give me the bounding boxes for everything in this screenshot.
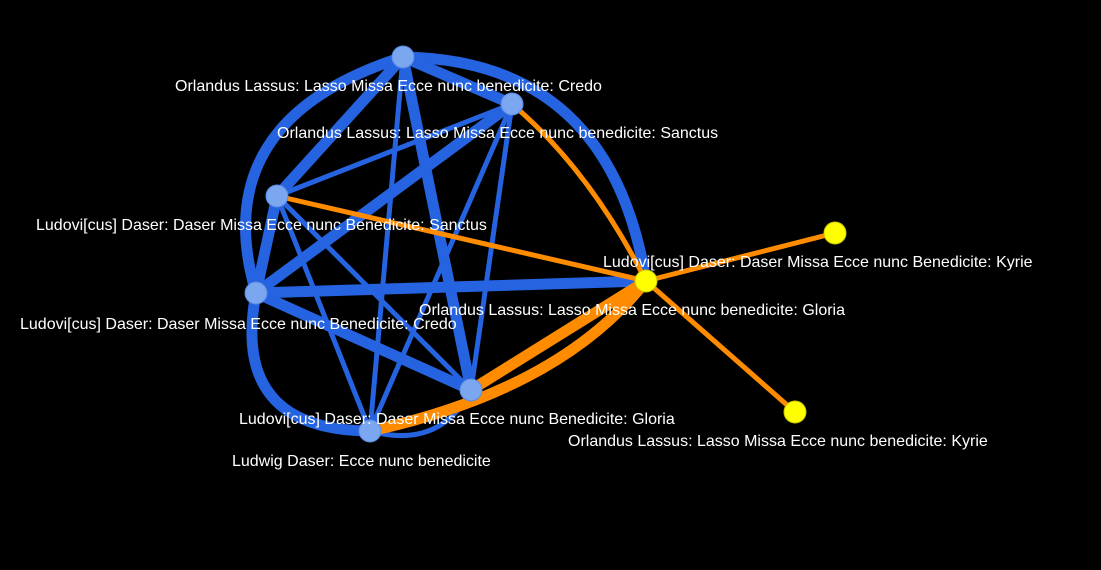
edge-daser-credo-to-ludwig-ecce: [246, 287, 376, 437]
node-ludwig-ecce[interactable]: [358, 419, 382, 443]
node-daser-credo[interactable]: [244, 281, 268, 305]
node-lassus-kyrie[interactable]: [783, 400, 807, 424]
node-label-ludwig-ecce: Ludwig Daser: Ecce nunc benedicite: [232, 453, 491, 470]
node-label-daser-sanctus: Ludovi[cus] Daser: Daser Missa Ecce nunc…: [36, 217, 487, 234]
edge-lassus-gloria-to-daser-kyrie: [643, 230, 838, 284]
node-label-daser-kyrie: Ludovi[cus] Daser: Daser Missa Ecce nunc…: [603, 254, 1033, 271]
node-daser-kyrie[interactable]: [823, 221, 847, 245]
node-label-lassus-gloria: Orlandus Lassus: Lasso Missa Ecce nunc b…: [419, 302, 845, 319]
node-layer: [244, 45, 847, 443]
node-label-lassus-sanctus: Orlandus Lassus: Lasso Missa Ecce nunc b…: [277, 125, 718, 142]
edge-lassus-gloria-to-lassus-kyrie: [643, 278, 798, 415]
node-label-lassus-kyrie: Orlandus Lassus: Lasso Missa Ecce nunc b…: [568, 433, 988, 450]
node-label-daser-gloria: Ludovi[cus] Daser: Daser Missa Ecce nunc…: [239, 411, 675, 428]
edge-lassus-credo-to-lassus-sanctus: [397, 51, 518, 110]
node-label-daser-credo: Ludovi[cus] Daser: Daser Missa Ecce nunc…: [20, 316, 457, 333]
node-lassus-credo[interactable]: [391, 45, 415, 69]
edge-lassus-credo-to-lassus-gloria: [397, 51, 652, 287]
edge-daser-credo-to-lassus-gloria: [250, 275, 652, 299]
edge-lassus-sanctus-to-daser-credo: [250, 98, 518, 299]
node-lassus-gloria[interactable]: [634, 269, 658, 293]
edge-lassus-sanctus-to-ludwig-ecce: [367, 101, 515, 434]
node-daser-gloria[interactable]: [459, 378, 483, 402]
edge-daser-sanctus-to-daser-credo: [250, 190, 283, 299]
edge-daser-sanctus-to-lassus-gloria: [274, 193, 649, 284]
node-label-lassus-credo: Orlandus Lassus: Lasso Missa Ecce nunc b…: [175, 78, 602, 95]
edge-layer: [240, 51, 838, 439]
edge-daser-sanctus-to-ludwig-ecce: [274, 193, 373, 434]
edge-lassus-credo-to-ludwig-ecce: [367, 54, 406, 434]
edge-lassus-credo-to-daser-gloria: [397, 51, 477, 396]
edge-ludwig-ecce-to-lassus-gloria: [364, 275, 652, 437]
edge-lassus-credo-to-daser-sanctus: [271, 51, 409, 202]
edge-daser-gloria-to-lassus-gloria: [465, 275, 652, 396]
edge-daser-credo-to-daser-gloria: [250, 287, 477, 396]
node-lassus-sanctus[interactable]: [500, 92, 524, 116]
edge-lassus-sanctus-to-lassus-gloria: [509, 101, 649, 284]
edge-lassus-sanctus-to-daser-sanctus: [274, 101, 515, 199]
node-daser-sanctus[interactable]: [265, 184, 289, 208]
label-layer: Orlandus Lassus: Lasso Missa Ecce nunc b…: [20, 78, 1033, 470]
edge-lassus-credo-to-daser-credo: [240, 51, 409, 299]
